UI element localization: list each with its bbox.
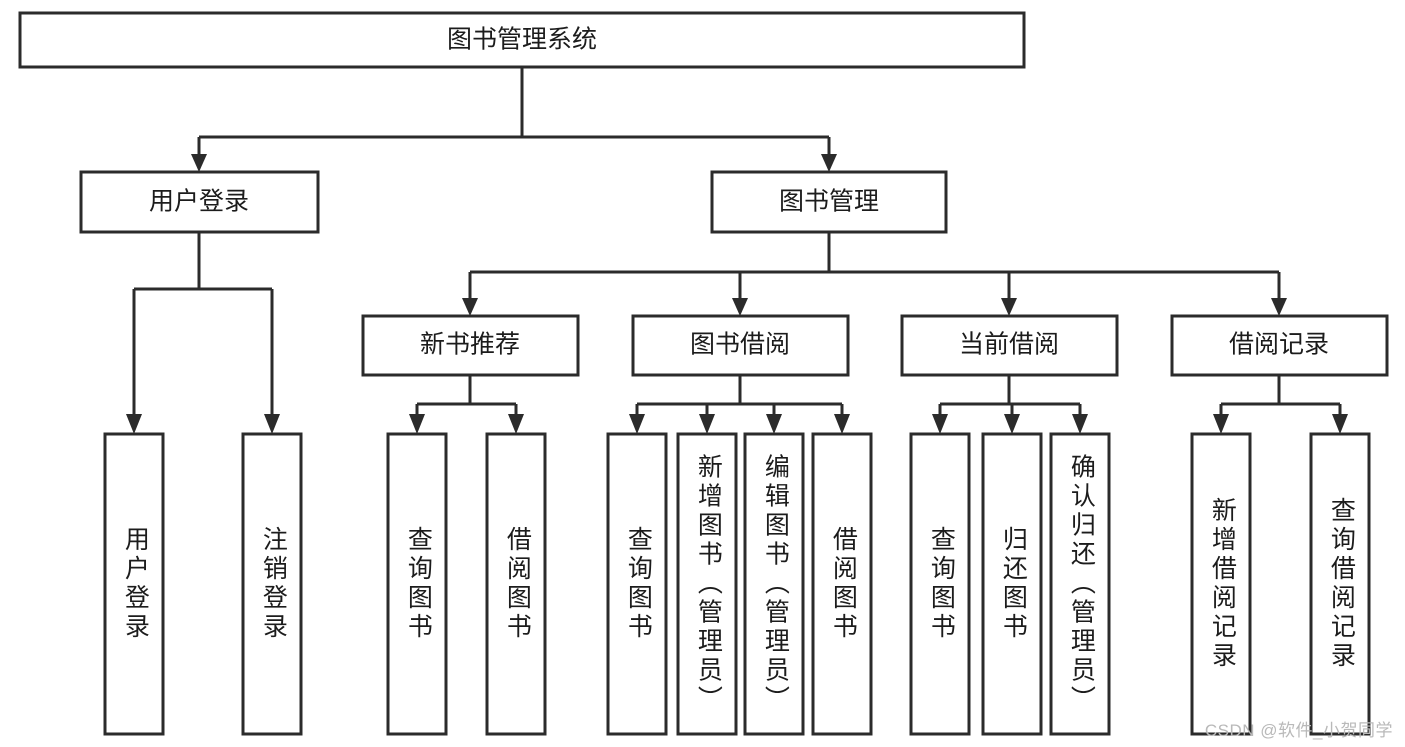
node-leaf-return-book[interactable]: 归还图书: [981, 432, 1043, 736]
node-leaf-confirm-return-label: 确认归还（管理员）: [1067, 454, 1096, 715]
node-leaf-return-book-box[interactable]: [981, 432, 1043, 736]
node-leaf-add-book-label: 新增图书（管理员）: [694, 454, 723, 715]
arrowhead-leaf-query-record: [1332, 414, 1348, 434]
node-book-management-label: 图书管理: [779, 188, 879, 216]
csdn-watermark: CSDN @软件_小贺同学: [1204, 721, 1393, 740]
node-leaf-query-book-1-box[interactable]: [386, 432, 448, 736]
node-leaf-edit-book[interactable]: 编辑图书（管理员）: [743, 432, 805, 736]
arrowhead-leaf-user-login: [126, 414, 142, 434]
node-leaf-query-record-box[interactable]: [1309, 432, 1371, 736]
node-book-borrow[interactable]: 图书借阅: [631, 314, 850, 377]
arrowhead-leaf-borrow-book-2: [834, 414, 850, 434]
connectors-new-book-recommend-to-leaves: [409, 375, 524, 434]
arrowhead-leaf-confirm-return: [1072, 414, 1088, 434]
node-new-book-recommend-box[interactable]: [361, 314, 580, 377]
node-leaf-edit-book-label: 编辑图书（管理员）: [761, 454, 790, 715]
arrowhead-leaf-return-book: [1004, 414, 1020, 434]
node-current-borrow[interactable]: 当前借阅: [900, 314, 1119, 377]
node-leaf-borrow-book-2-label: 借阅图书: [829, 526, 858, 642]
node-leaf-add-record[interactable]: 新增借阅记录: [1190, 432, 1252, 736]
node-current-borrow-label: 当前借阅: [959, 331, 1059, 359]
node-root-label: 图书管理系统: [447, 26, 597, 54]
node-root-system[interactable]: 图书管理系统: [18, 11, 1026, 69]
node-leaf-user-login-label: 用户登录: [121, 526, 150, 642]
node-user-login-box[interactable]: [79, 170, 320, 234]
node-leaf-borrow-book-1-label: 借阅图书: [503, 526, 532, 642]
node-leaf-logout-label: 注销登录: [259, 526, 288, 642]
node-leaf-return-book-label: 归还图书: [999, 526, 1028, 642]
node-leaf-add-book[interactable]: 新增图书（管理员）: [676, 432, 738, 736]
arrowhead-book-management: [821, 154, 837, 172]
node-leaf-query-book-2-label: 查询图书: [624, 526, 653, 642]
node-user-login-label: 用户登录: [149, 188, 249, 216]
node-book-borrow-label: 图书借阅: [690, 331, 790, 359]
arrowhead-leaf-add-book: [699, 414, 715, 434]
node-new-book-recommend-label: 新书推荐: [420, 331, 520, 359]
node-leaf-user-login[interactable]: 用户登录: [103, 432, 165, 736]
node-leaf-user-login-box[interactable]: [103, 432, 165, 736]
connectors-root-to-level2: [191, 67, 837, 172]
arrowhead-book-borrow: [732, 298, 748, 316]
node-leaf-query-book-3-box[interactable]: [909, 432, 971, 736]
node-leaf-query-book-1[interactable]: 查询图书: [386, 432, 448, 736]
node-leaf-borrow-book-1[interactable]: 借阅图书: [485, 432, 547, 736]
connectors-book-management-to-level3: [462, 232, 1287, 316]
node-book-management[interactable]: 图书管理: [710, 170, 948, 234]
node-book-borrow-box[interactable]: [631, 314, 850, 377]
arrowhead-leaf-query-book-3: [932, 414, 948, 434]
arrowhead-leaf-add-record: [1213, 414, 1229, 434]
connectors-book-borrow-to-leaves: [629, 375, 850, 434]
node-leaf-logout-box[interactable]: [241, 432, 303, 736]
node-leaf-query-book-2-box[interactable]: [606, 432, 668, 736]
arrowhead-leaf-edit-book: [766, 414, 782, 434]
node-leaf-add-record-label: 新增借阅记录: [1208, 497, 1237, 671]
node-leaf-add-book-box[interactable]: [676, 432, 738, 736]
node-borrow-record-label: 借阅记录: [1229, 331, 1329, 359]
connectors-user-login-to-leaves: [126, 232, 280, 434]
connectors-borrow-record-to-leaves: [1213, 375, 1348, 434]
arrowhead-borrow-record: [1271, 298, 1287, 316]
arrowhead-new-book-recommend: [462, 298, 478, 316]
node-root-box[interactable]: [18, 11, 1026, 69]
node-leaf-query-book-3[interactable]: 查询图书: [909, 432, 971, 736]
arrowhead-leaf-query-book-1: [409, 414, 425, 434]
node-leaf-query-record[interactable]: 查询借阅记录: [1309, 432, 1371, 736]
node-leaf-borrow-book-1-box[interactable]: [485, 432, 547, 736]
node-leaf-confirm-return-box[interactable]: [1049, 432, 1111, 736]
node-book-management-box[interactable]: [710, 170, 948, 234]
arrowhead-user-login: [191, 154, 207, 172]
node-leaf-query-book-3-label: 查询图书: [927, 526, 956, 642]
node-user-login[interactable]: 用户登录: [79, 170, 320, 234]
node-leaf-query-book-2[interactable]: 查询图书: [606, 432, 668, 736]
node-leaf-query-record-label: 查询借阅记录: [1327, 497, 1356, 671]
node-leaf-query-book-1-label: 查询图书: [404, 526, 433, 642]
arrowhead-current-borrow: [1001, 298, 1017, 316]
node-leaf-borrow-book-2-box[interactable]: [811, 432, 873, 736]
node-leaf-confirm-return[interactable]: 确认归还（管理员）: [1049, 432, 1111, 736]
node-current-borrow-box[interactable]: [900, 314, 1119, 377]
connectors-current-borrow-to-leaves: [932, 375, 1088, 434]
node-leaf-borrow-book-2[interactable]: 借阅图书: [811, 432, 873, 736]
node-borrow-record[interactable]: 借阅记录: [1170, 314, 1389, 377]
node-leaf-logout[interactable]: 注销登录: [241, 432, 303, 736]
arrowhead-leaf-query-book-2: [629, 414, 645, 434]
arrowhead-leaf-logout: [264, 414, 280, 434]
node-borrow-record-box[interactable]: [1170, 314, 1389, 377]
node-leaf-add-record-box[interactable]: [1190, 432, 1252, 736]
node-leaf-edit-book-box[interactable]: [743, 432, 805, 736]
arrowhead-leaf-borrow-book-1: [508, 414, 524, 434]
node-new-book-recommend[interactable]: 新书推荐: [361, 314, 580, 377]
